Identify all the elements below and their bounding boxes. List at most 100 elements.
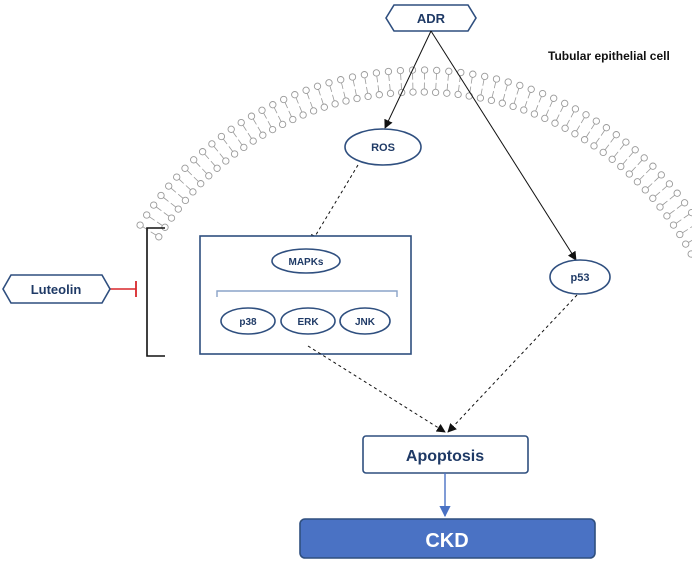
lipid-head: [641, 155, 647, 161]
lipid-head: [269, 126, 275, 132]
lipid-tail: [481, 89, 482, 95]
lipid-tail: [179, 179, 184, 183]
cell-label: Tubular epithelial cell: [548, 49, 670, 63]
lipid-tail: [646, 169, 651, 174]
lipid-head: [376, 92, 382, 98]
lipid-head: [292, 92, 298, 98]
lipid-head: [191, 157, 197, 163]
lipid-head: [354, 95, 360, 101]
lipid-tail: [623, 159, 627, 164]
lipid-head: [290, 116, 296, 122]
lipid-tail: [517, 89, 519, 95]
lipid-tail: [503, 94, 505, 100]
lipid-tail: [238, 140, 242, 145]
luteolin-node-label: Luteolin: [31, 282, 82, 297]
arrow-p53-to-apoptosis: [448, 295, 577, 432]
lipid-head: [650, 195, 656, 201]
lipid-head: [182, 165, 188, 171]
lipid-head: [190, 189, 196, 195]
lipid-head: [385, 68, 391, 74]
lipid-tail: [300, 106, 302, 112]
lipid-head: [466, 93, 472, 99]
lipid-head: [349, 74, 355, 80]
lipid-head: [158, 192, 164, 198]
lipid-tail: [688, 239, 692, 242]
lipid-head: [214, 165, 220, 171]
lipid-head: [432, 89, 438, 95]
lipid-tail: [577, 126, 580, 131]
lipid-head: [137, 222, 143, 228]
lipid-head: [338, 77, 344, 83]
lipid-head: [332, 101, 338, 107]
lipid-head: [572, 106, 578, 112]
lipid-tail: [601, 130, 605, 135]
lipid-tail: [514, 97, 516, 103]
lipid-tail: [640, 175, 644, 180]
lipid-tail: [591, 124, 594, 129]
lipid-head: [174, 174, 180, 180]
arrow-adr-to-p53: [431, 31, 576, 260]
lipid-tail: [447, 84, 448, 90]
lipid-head: [397, 67, 403, 73]
lipid-tail: [378, 85, 379, 91]
lipid-tail: [550, 101, 553, 107]
lipid-head: [499, 100, 505, 106]
lipid-head: [681, 200, 687, 206]
lipid-head: [444, 90, 450, 96]
lipid-tail: [390, 84, 391, 90]
lipid-tail: [662, 186, 667, 190]
lipid-tail: [156, 207, 161, 211]
lipid-head: [623, 139, 629, 145]
arrow-adr-to-ros: [385, 31, 431, 128]
lipid-tail: [171, 188, 176, 192]
lipid-tail: [214, 146, 218, 151]
lipid-head: [688, 251, 692, 257]
lipid-head: [634, 179, 640, 185]
lipid-head: [664, 213, 670, 219]
lipid-head: [238, 119, 244, 125]
lipid-head: [477, 95, 483, 101]
lipid-head: [488, 97, 494, 103]
lipid-head: [166, 183, 172, 189]
lipid-tail: [258, 127, 261, 132]
lipid-head: [562, 125, 568, 131]
lipid-tail: [638, 160, 642, 165]
lipid-head: [493, 76, 499, 82]
lipid-tail: [367, 87, 368, 93]
lipid-head: [410, 89, 416, 95]
lipid-tail: [684, 214, 689, 218]
lipid-head: [446, 68, 452, 74]
lipid-tail: [571, 112, 574, 118]
lipid-tail: [319, 89, 321, 95]
lipid-head: [572, 131, 578, 137]
lipid-head: [303, 87, 309, 93]
lipid-head: [531, 111, 537, 117]
lipid-tail: [365, 78, 366, 84]
lipid-head: [517, 82, 523, 88]
lipid-head: [279, 121, 285, 127]
lipid-head: [666, 181, 672, 187]
lipid-tail: [274, 108, 277, 114]
lipid-tail: [196, 162, 200, 167]
lipid-head: [505, 79, 511, 85]
lipid-tail: [248, 133, 251, 138]
lipid-head: [600, 149, 606, 155]
lipid-tail: [648, 184, 653, 188]
lipid-tail: [211, 161, 215, 166]
lipid-tail: [264, 113, 267, 119]
lipid-head: [198, 181, 204, 187]
lipid-tail: [471, 77, 472, 83]
lipid-head: [552, 120, 558, 126]
lipid-tail: [483, 80, 484, 86]
lipid-tail: [539, 97, 541, 103]
lipid-head: [300, 112, 306, 118]
lipid-head: [455, 91, 461, 97]
lipid-head: [421, 67, 427, 73]
lipid-head: [482, 73, 488, 79]
lipid-head: [231, 151, 237, 157]
lipid-tail: [629, 152, 633, 157]
lipid-tail: [149, 217, 154, 221]
lipid-head: [470, 71, 476, 77]
lipid-tail: [663, 201, 668, 205]
